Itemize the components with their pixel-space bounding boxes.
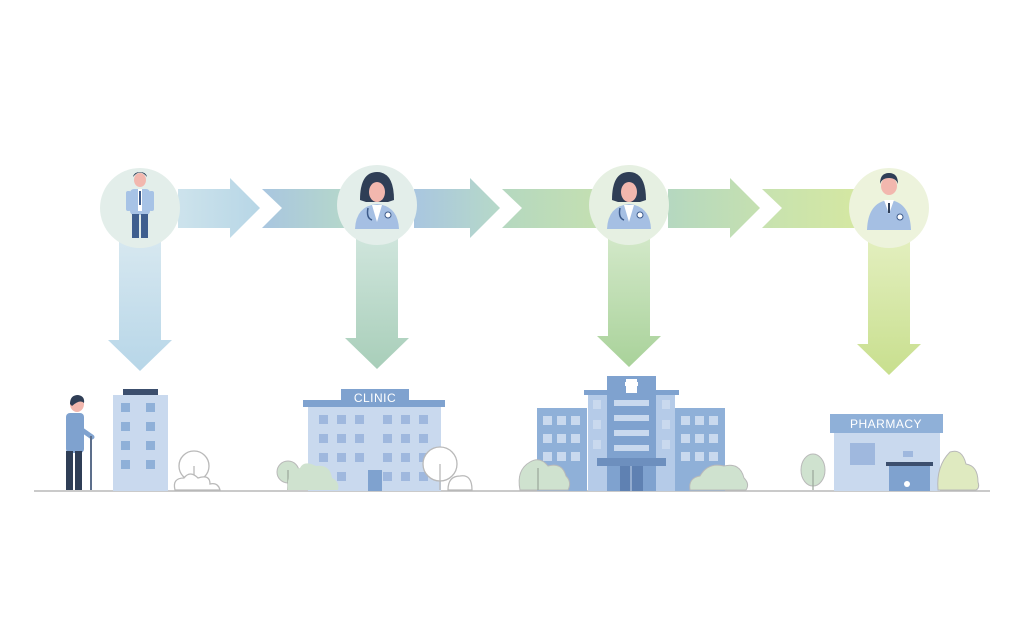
- bush-icon: [689, 464, 749, 491]
- pharmacy-sign: [830, 414, 943, 433]
- flow-arrow-3: [414, 178, 500, 238]
- bush-icon: [518, 459, 571, 491]
- tree-icon: [800, 453, 826, 490]
- stage-hospital-doctor: [589, 165, 669, 245]
- tree-icon: [173, 450, 221, 491]
- flow-arrow-2: [262, 189, 356, 228]
- bush-icon: [937, 450, 980, 491]
- clinic-sign-text: CLINIC: [354, 391, 396, 405]
- down-arrow-hospital: [597, 238, 661, 367]
- stage-clinic-doctor: [337, 165, 417, 245]
- tree-icon: [276, 460, 339, 490]
- stage-pharmacy-doctor: [849, 168, 929, 248]
- tree-icon: [422, 446, 473, 491]
- clinic-sign: [341, 389, 409, 407]
- down-arrows: [108, 238, 921, 375]
- flow-arrow-4: [502, 189, 606, 228]
- pharmacy-sign-text: PHARMACY: [850, 417, 922, 431]
- female-doctor-icon: [607, 172, 651, 229]
- horizontal-flow-arrows: [178, 178, 868, 238]
- male-doctor-icon: [867, 173, 911, 230]
- down-arrow-clinic: [345, 238, 409, 369]
- down-arrow-pharmacy: [857, 238, 921, 375]
- down-arrow-home: [108, 238, 172, 371]
- female-doctor-icon: [355, 172, 399, 229]
- patient-icon: [126, 172, 154, 238]
- pharmacy-building: PHARMACY: [830, 414, 943, 491]
- flow-arrow-5: [668, 178, 760, 238]
- home-building-icon: [113, 389, 168, 491]
- stage-patient: [100, 168, 180, 248]
- flow-arrow-1: [178, 178, 260, 238]
- flow-arrow-6: [762, 189, 868, 228]
- elderly-person-with-cane-icon: [66, 395, 95, 490]
